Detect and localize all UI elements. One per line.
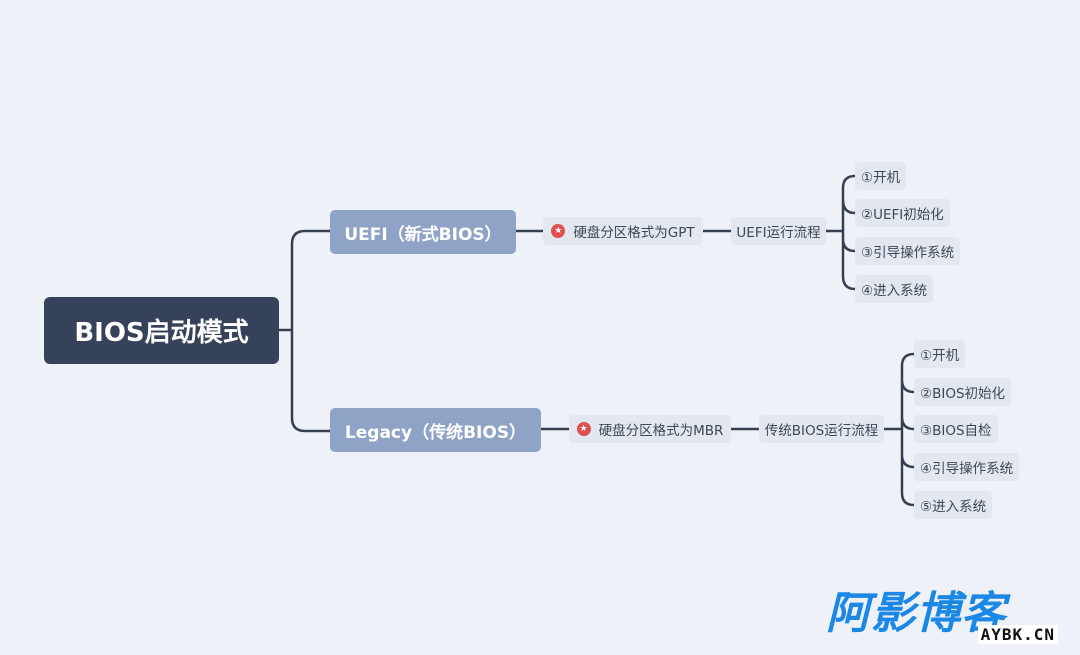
uefi-step-3[interactable]: ③引导操作系统 [855, 237, 961, 265]
uefi-step-2[interactable]: ②UEFI初始化 [855, 199, 950, 227]
watermark-logo: 阿影博客 AYBK.CN [826, 588, 1066, 646]
connector-root-to-branches [277, 229, 332, 433]
legacy-step-4[interactable]: ④引导操作系统 [914, 453, 1020, 481]
legacy-partition-node[interactable]: ★ 硬盘分区格式为MBR [569, 415, 731, 443]
uefi-step-4[interactable]: ④进入系统 [855, 275, 934, 303]
branch-legacy[interactable]: Legacy（传统BIOS） [330, 408, 541, 452]
uefi-step-1[interactable]: ①开机 [855, 162, 907, 190]
connector-uefi-process-to-steps [824, 174, 857, 291]
legacy-step-1[interactable]: ①开机 [914, 340, 966, 368]
legacy-partition-label: 硬盘分区格式为MBR [598, 423, 724, 439]
uefi-partition-label: 硬盘分区格式为GPT [573, 225, 695, 241]
legacy-step-5[interactable]: ⑤进入系统 [914, 491, 993, 519]
connector-legacy-process-to-steps [882, 352, 916, 507]
star-icon: ★ [551, 224, 566, 238]
legacy-step-3[interactable]: ③BIOS自检 [914, 415, 998, 443]
legacy-step-2[interactable]: ②BIOS初始化 [914, 378, 1012, 406]
logo-text: 阿影博客 [826, 588, 1006, 639]
uefi-process-node[interactable]: UEFI运行流程 [731, 217, 826, 245]
uefi-partition-node[interactable]: ★ 硬盘分区格式为GPT [543, 217, 703, 245]
root-node[interactable]: BIOS启动模式 [44, 297, 279, 364]
logo-domain: AYBK.CN [977, 625, 1058, 644]
branch-uefi[interactable]: UEFI（新式BIOS） [330, 210, 516, 254]
legacy-process-node[interactable]: 传统BIOS运行流程 [759, 415, 884, 443]
star-icon: ★ [576, 422, 591, 436]
